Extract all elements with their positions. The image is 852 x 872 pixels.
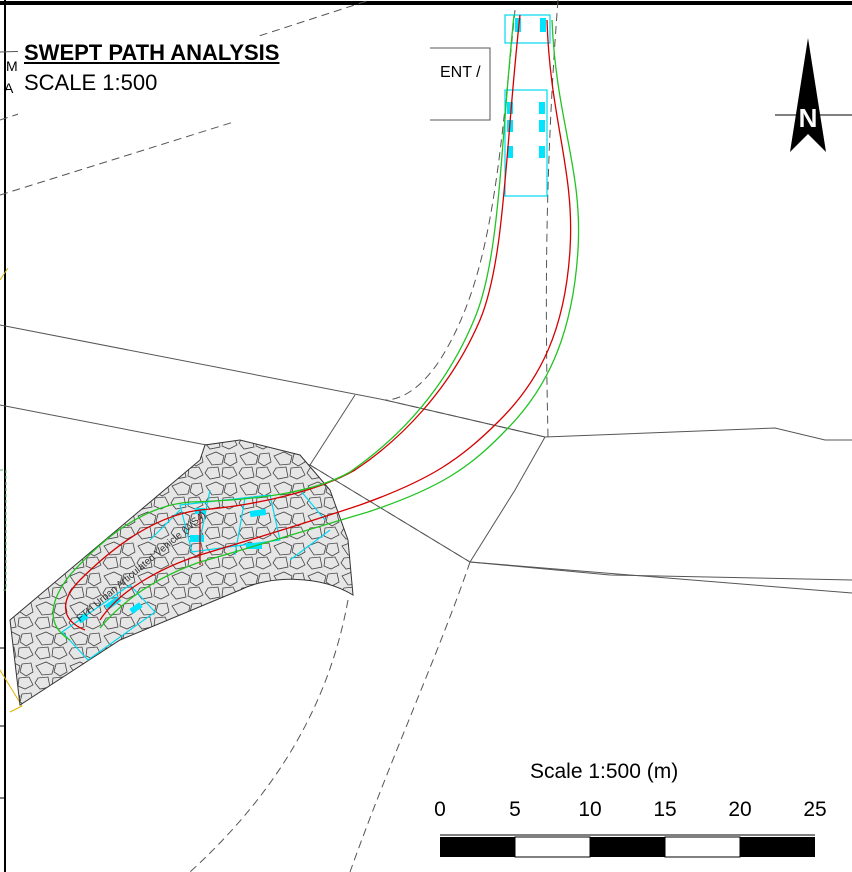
text-box-outline: [430, 47, 491, 121]
side-markings: [0, 267, 23, 713]
scale-tick-label: 0: [434, 798, 446, 821]
title-scale: SCALE 1:500: [24, 70, 158, 95]
paved-island: [9, 439, 354, 706]
dashed-boundaries: [0, 0, 559, 872]
north-arrow-icon: N: [775, 38, 852, 152]
vehicle-footprints: [61, 14, 551, 661]
page-title: SWEPT PATH ANALYSIS: [24, 40, 280, 65]
clipped-note-text: ENT /: [440, 64, 481, 81]
road-edges: [0, 39, 852, 594]
north-letter: N: [799, 103, 818, 133]
scale-tick-label: 5: [509, 798, 521, 821]
scale-tick-label: 20: [728, 798, 752, 821]
title-block: SWEPT PATH ANALYSIS SCALE 1:500: [18, 36, 428, 122]
clipped-left-text-top: M: [6, 58, 18, 74]
swept-path-green: [52, 14, 580, 641]
scale-tick-label: 10: [578, 798, 602, 821]
scale-tick-label: 15: [653, 798, 677, 821]
scale-tick-label: 25: [803, 798, 827, 821]
clipped-left-text-bottom: A: [4, 80, 14, 96]
scale-bar-title: Scale 1:500 (m): [530, 760, 679, 783]
scale-bar: [440, 834, 815, 858]
